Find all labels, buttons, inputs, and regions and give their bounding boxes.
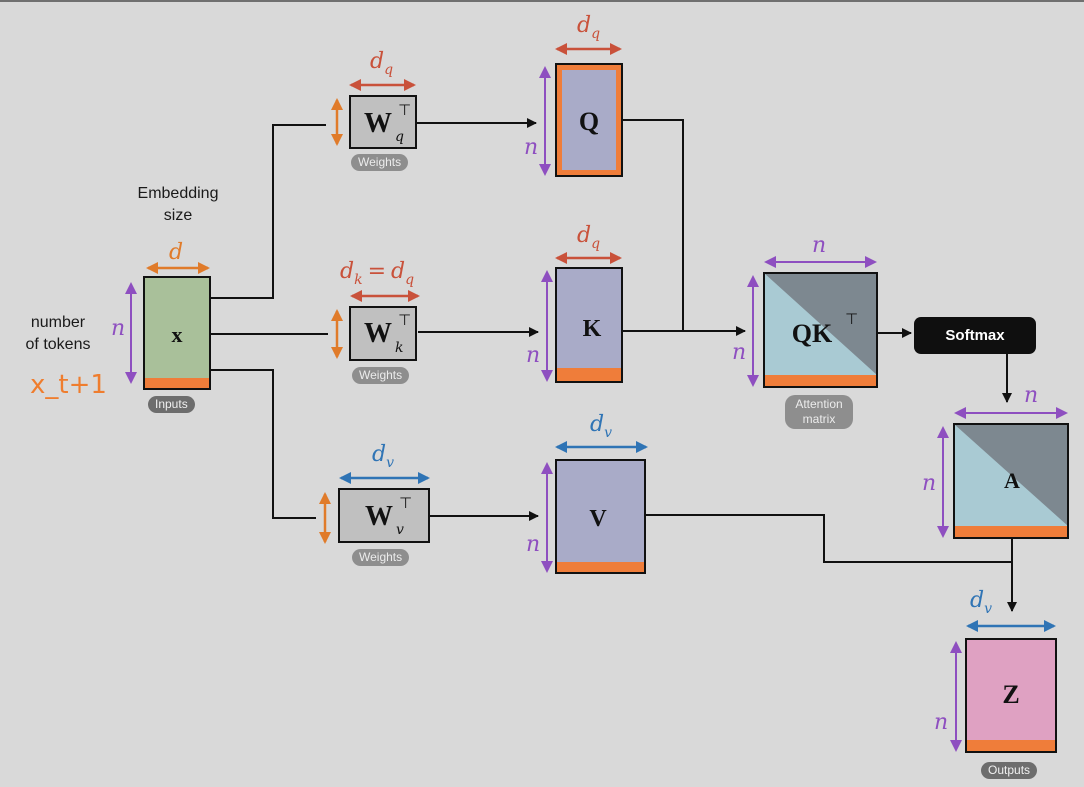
outputs-tag: Outputs [981,762,1038,779]
dim-label-qk-n-v: n [732,340,746,365]
connector-v-to-z [645,514,1012,563]
symbol-k: K [583,316,602,342]
matrix-qk [763,272,878,388]
embedding-size-label: Embedding size [118,183,238,227]
symbol-q: Q [579,107,599,136]
matrix-k [555,267,623,383]
attention-tag-line-1: Attention [795,397,843,411]
sup-wk: ⊤ [398,311,411,329]
dim-label-z-dv: dv [970,588,992,617]
number-of-tokens-line-1: number [30,314,86,331]
symbol-w-k: W [364,318,392,349]
dim-label-a-n-v: n [922,471,936,496]
dim-label-wv: dv [372,442,394,471]
matrix-q [555,63,623,177]
connector-q-to-qk [622,119,684,331]
matrix-v [555,459,646,574]
symbol-z: Z [1002,680,1019,709]
embedding-size-line-2: size [163,207,193,224]
sup-qk: ⊤ [845,310,858,328]
matrix-wv [338,488,430,543]
number-of-tokens-line-2: of tokens [25,336,91,353]
sub-wk: k [395,340,403,356]
dim-label-v-n: n [526,532,540,557]
dim-label-k-n: n [526,343,540,368]
dim-label-z-n: n [934,710,948,735]
symbol-v: V [589,506,607,532]
connector-x-to-wq [210,124,326,299]
dim-label-a-n-h: n [1024,383,1038,408]
sup-wq: ⊤ [398,101,411,119]
weights-tag-v: Weights [352,549,410,566]
matrix-x [143,276,211,390]
softmax-block: Softmax [914,317,1036,354]
embedding-size-line-1: Embedding [137,185,219,202]
symbol-w-v: W [365,501,393,532]
weights-tag-k: Weights [352,367,410,384]
matrix-wk [349,306,417,361]
dim-label-q-n: n [524,135,538,160]
symbol-a: A [1004,468,1020,493]
dim-label-x-n: n [111,316,125,341]
matrix-z [965,638,1057,753]
connector-x-to-wv [210,369,316,519]
dim-label-v-dv: dv [590,412,612,441]
symbol-w-q: W [364,108,392,139]
dim-label-x-d: d [169,240,183,265]
dim-label-k-dq: dq [577,223,600,252]
dim-label-wk: dk=dq [340,259,414,288]
sub-wq: q [395,129,404,145]
dim-label-wq: dq [370,49,393,78]
weights-tag-q: Weights [351,154,409,171]
sup-wv: ⊤ [399,494,412,512]
inputs-tag: Inputs [148,396,195,413]
next-token-label: x_t+1 [30,370,107,400]
symbol-x: x [172,322,183,347]
attention-tag-line-2: matrix [802,412,836,426]
dim-label-qk-n-h: n [812,233,826,258]
symbol-qk: QK [792,319,833,348]
sub-wv: v [396,522,404,538]
dim-label-q-dq: dq [577,13,600,42]
number-of-tokens-label: number of tokens [6,312,110,356]
attention-matrix-tag: Attention matrix [785,395,853,429]
matrix-a [953,423,1069,539]
matrix-wq [349,95,417,149]
